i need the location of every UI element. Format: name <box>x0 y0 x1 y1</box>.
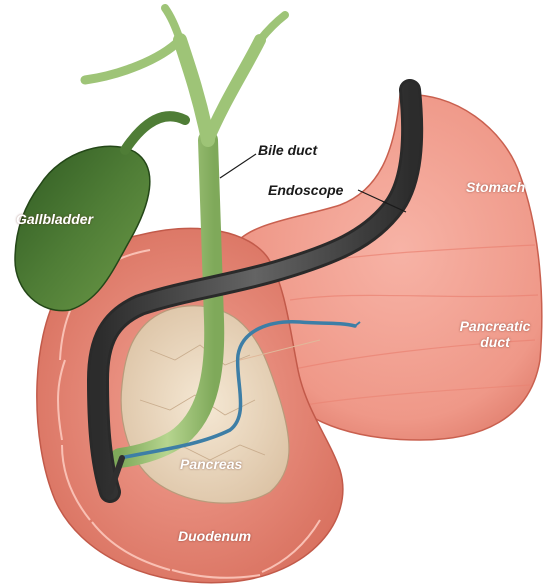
label-pancreatic-duct-line2: duct <box>480 334 510 350</box>
label-pancreas: Pancreas <box>180 456 242 472</box>
label-duodenum: Duodenum <box>178 528 251 544</box>
label-endoscope: Endoscope <box>268 182 343 198</box>
label-bile-duct: Bile duct <box>258 142 317 158</box>
label-pancreatic-duct-line1: Pancreatic <box>460 318 531 334</box>
label-gallbladder: Gallbladder <box>16 211 93 227</box>
bile-duct-leader <box>220 154 256 178</box>
label-stomach: Stomach <box>466 179 525 195</box>
label-pancreatic-duct: Pancreatic duct <box>452 318 538 350</box>
